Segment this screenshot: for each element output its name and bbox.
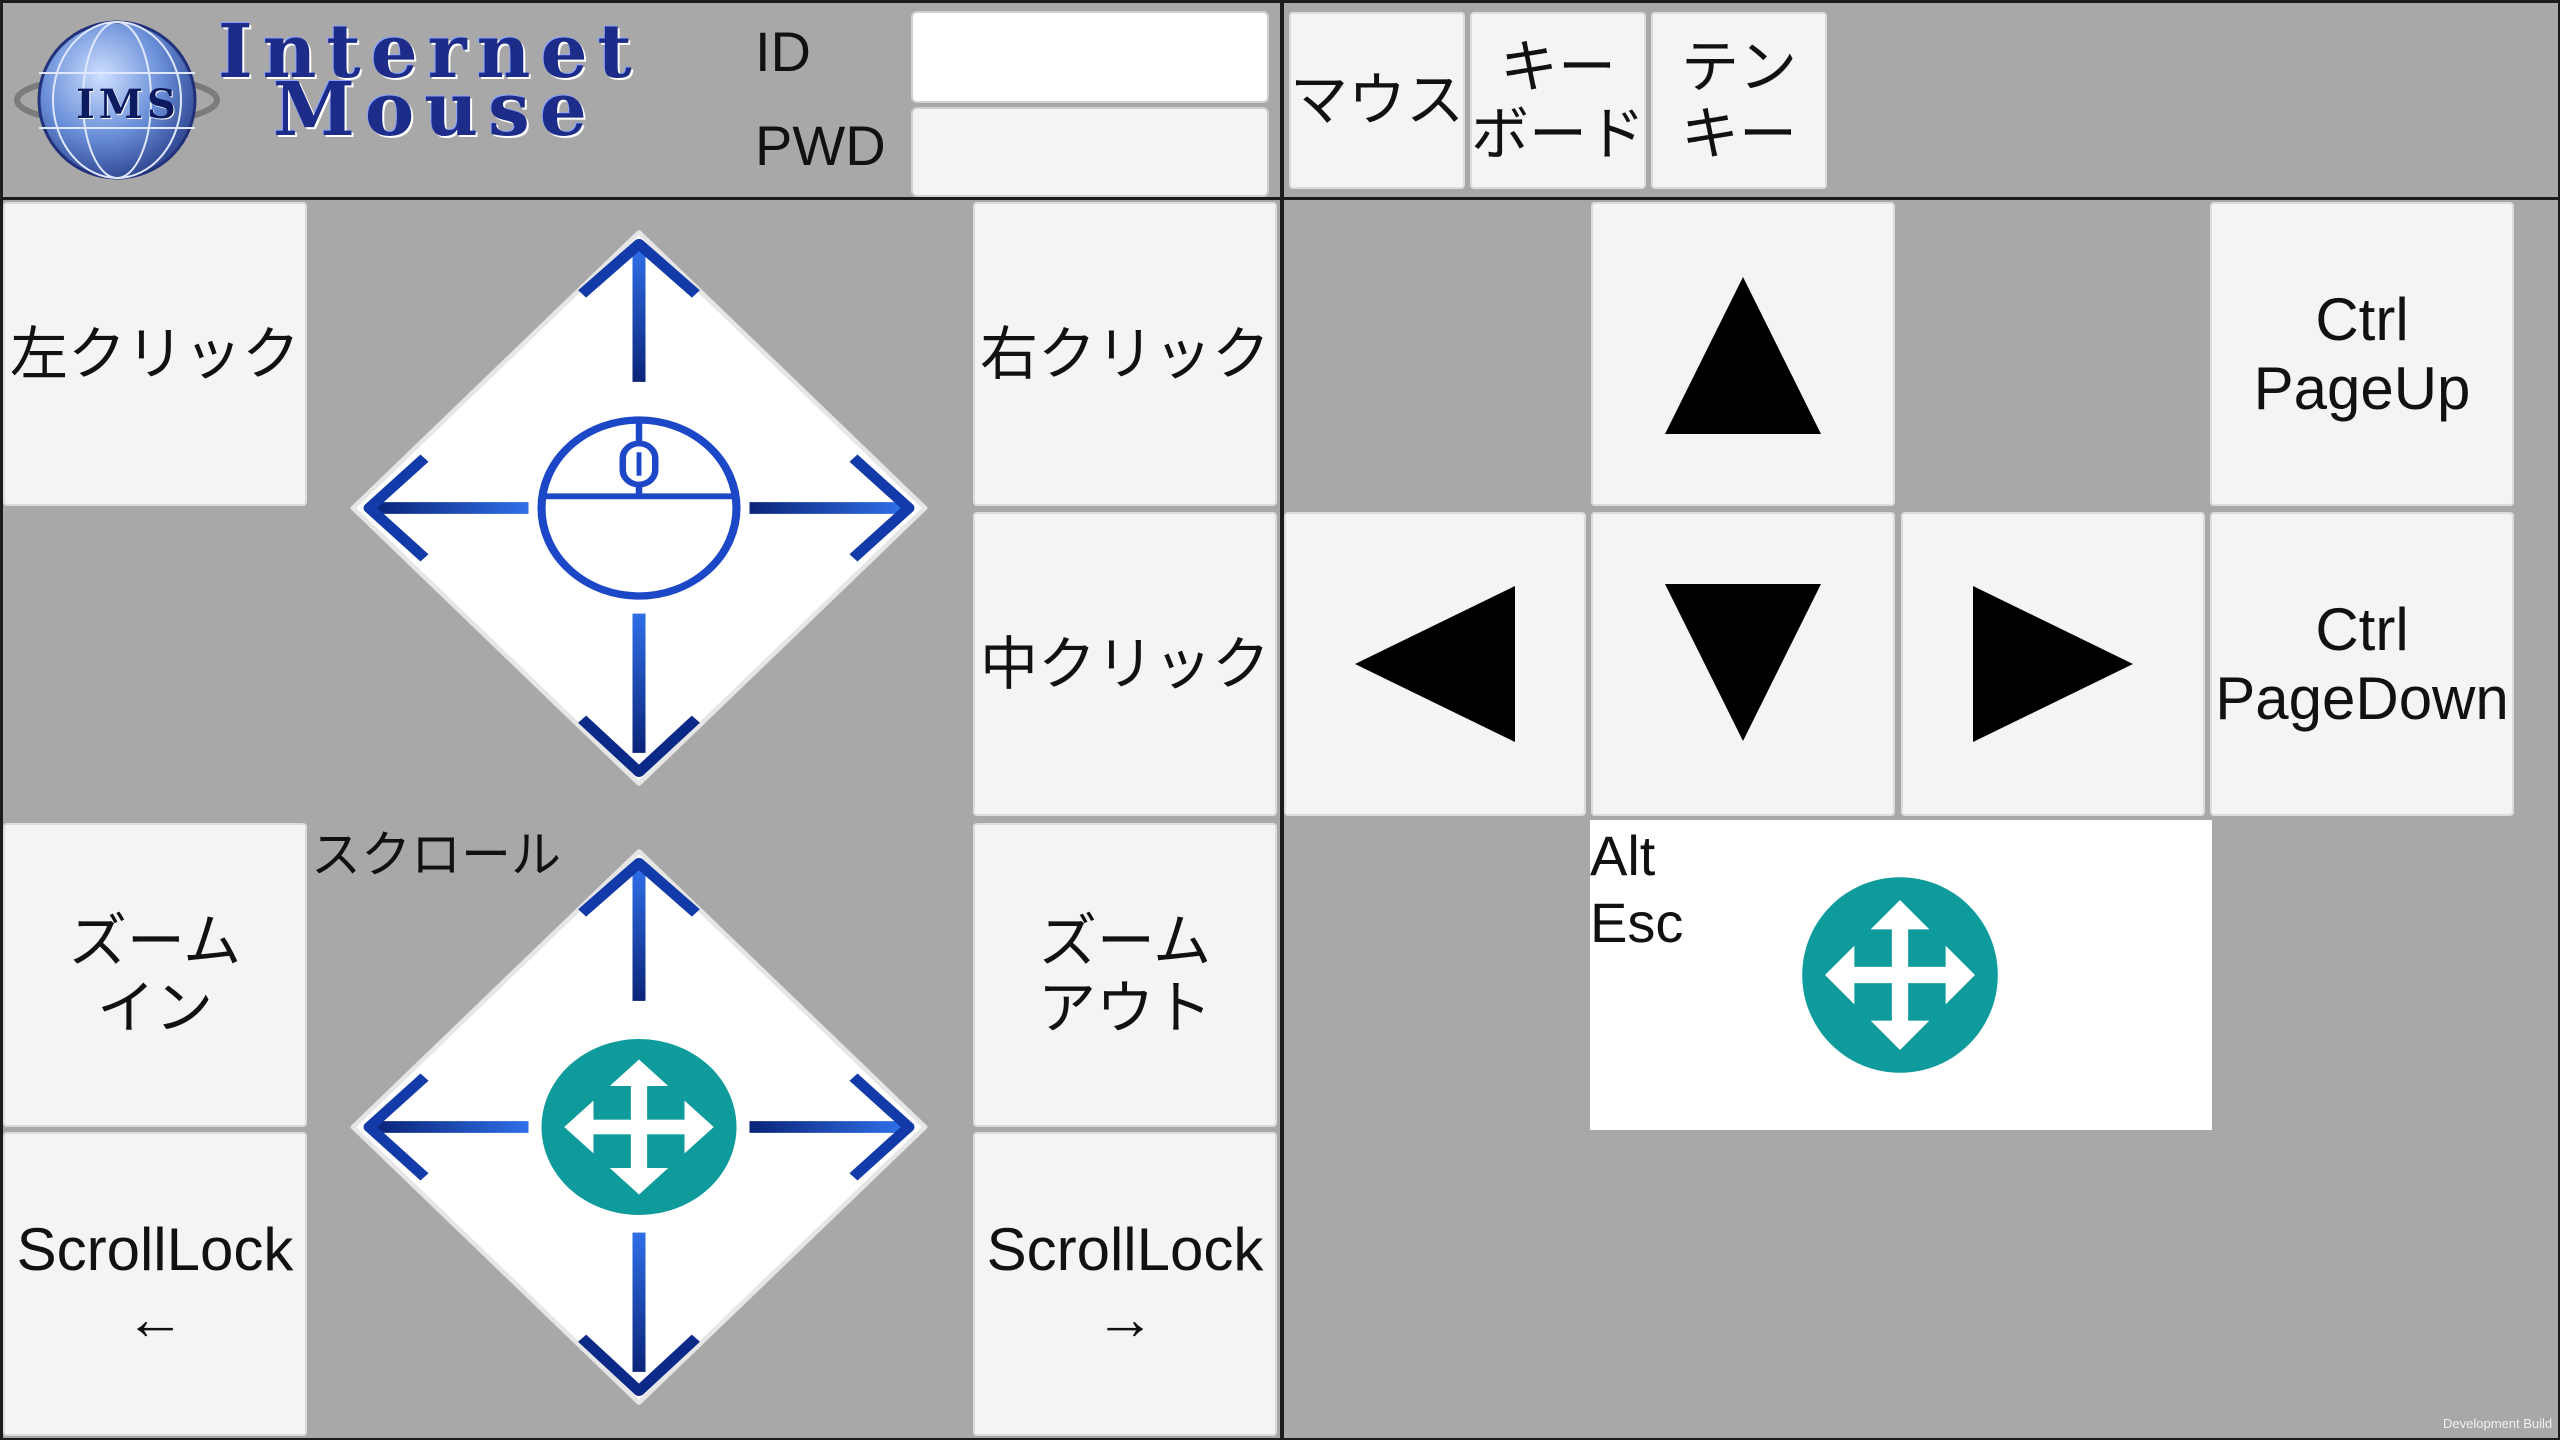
password-input[interactable] (911, 107, 1269, 197)
scroll-lock-left-button[interactable]: ScrollLock ← (3, 1132, 307, 1436)
scroll-lock-right-label: ScrollLock (986, 1216, 1264, 1283)
triangle-up-icon (1665, 277, 1821, 434)
ctrl-pageup-button[interactable]: Ctrl PageUp (2210, 202, 2514, 506)
logo-badge: IMS (76, 81, 180, 128)
tab-mouse[interactable]: マウス (1289, 12, 1465, 189)
middle-click-label: 中クリック (979, 629, 1270, 698)
logo-title-line2: Mouse (273, 67, 597, 153)
zoom-out-label-line2: アウト (1037, 974, 1212, 1042)
tab-keyboard-label-line1: キー (1499, 32, 1616, 101)
scroll-label: スクロール (311, 826, 561, 884)
alt-esc-label-line1: Alt (1590, 824, 1656, 887)
logo-globe-icon (14, 20, 220, 180)
mode-tabs-bar: マウス キー ボード テン キー (1284, 3, 2558, 197)
scroll-pad[interactable] (314, 822, 964, 1432)
arrow-left-key[interactable] (1284, 512, 1586, 816)
alt-esc-label-line2: Esc (1590, 891, 1684, 954)
ctrl-pagedown-button[interactable]: Ctrl PageDown (2210, 512, 2514, 816)
left-click-button[interactable]: 左クリック (3, 202, 307, 506)
zoom-in-label-line1: ズーム (68, 907, 242, 976)
ctrl-pageup-label-line1: Ctrl (2315, 286, 2409, 353)
middle-click-button[interactable]: 中クリック (973, 512, 1277, 816)
move-icon (541, 1039, 737, 1215)
zoom-in-label-line2: イン (96, 974, 213, 1042)
pointer-pad[interactable] (314, 203, 964, 813)
right-click-label: 右クリック (979, 319, 1270, 388)
right-click-button[interactable]: 右クリック (973, 202, 1277, 506)
scroll-lock-right-arrow: → (1095, 1285, 1155, 1352)
zoom-out-button[interactable]: ズーム アウト (973, 823, 1277, 1127)
alt-esc-pad[interactable]: Alt Esc (1590, 820, 2212, 1130)
arrow-up-key[interactable] (1591, 202, 1895, 506)
tab-numpad-label-line1: テン (1680, 32, 1797, 101)
tab-mouse-label: マウス (1290, 66, 1465, 135)
tab-numpad[interactable]: テン キー (1651, 12, 1827, 189)
triangle-right-icon (1973, 586, 2133, 742)
triangle-left-icon (1355, 586, 1515, 742)
logo-title-line1: Internet (218, 9, 642, 95)
login-header: IMS Internet Mouse ID PWD (3, 3, 1280, 197)
tab-keyboard[interactable]: キー ボード (1470, 12, 1646, 189)
ctrl-pagedown-label-line2: PageDown (2215, 665, 2509, 732)
zoom-in-button[interactable]: ズーム イン (3, 823, 307, 1127)
tab-numpad-label-line2: キー (1680, 99, 1797, 168)
mouse-panel: 左クリック ズーム イン ScrollLock ← 右クリック 中クリック ズー… (3, 200, 1280, 1438)
ctrl-pagedown-label-line1: Ctrl (2315, 596, 2409, 663)
left-click-label: 左クリック (9, 319, 300, 388)
id-input[interactable] (911, 11, 1269, 103)
ctrl-pageup-label-line2: PageUp (2253, 355, 2471, 422)
zoom-out-label-line1: ズーム (1038, 907, 1212, 976)
tab-keyboard-label-line2: ボード (1471, 99, 1646, 168)
scroll-lock-left-label: ScrollLock (16, 1216, 294, 1283)
id-label: ID (755, 20, 811, 83)
triangle-down-icon (1665, 584, 1821, 741)
keys-panel: Ctrl PageUp Ctrl PageDown Alt Esc (1284, 200, 2558, 1438)
pwd-label: PWD (755, 114, 886, 177)
arrow-right-key[interactable] (1901, 512, 2205, 816)
scroll-lock-right-button[interactable]: ScrollLock → (973, 1132, 1277, 1436)
move-icon (1802, 877, 1998, 1073)
arrow-down-key[interactable] (1591, 512, 1895, 816)
scroll-lock-left-arrow: ← (125, 1285, 185, 1352)
development-build-label: Development Build (2443, 1416, 2553, 1431)
mouse-icon (537, 416, 741, 600)
